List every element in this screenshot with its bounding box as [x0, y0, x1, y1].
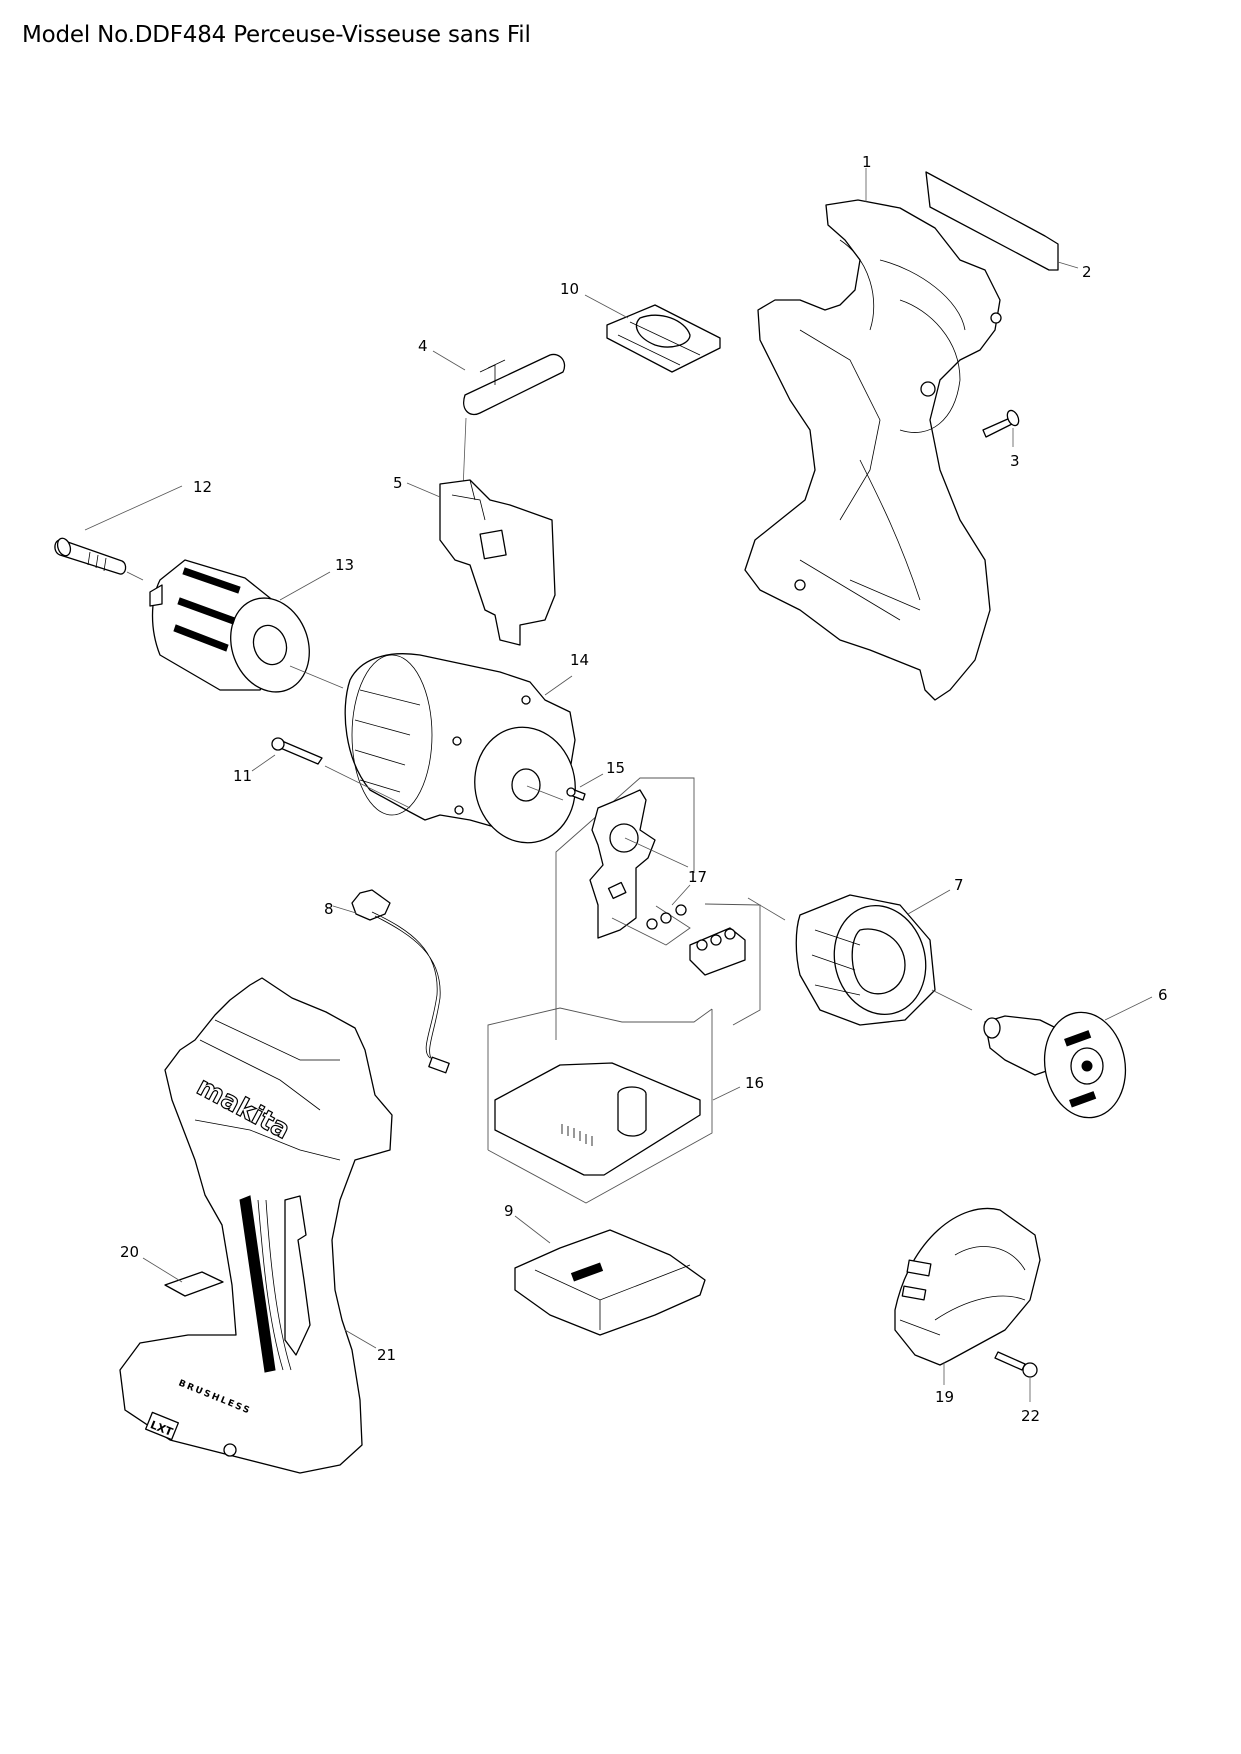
- rear-cover-part: [894, 1207, 1041, 1366]
- change-lever-part: [463, 353, 566, 416]
- part-label-19: 19: [935, 1388, 954, 1406]
- leader-line-11: [251, 754, 276, 772]
- leader-line-5: [406, 482, 441, 498]
- leader-line-12-13: [126, 571, 144, 581]
- part-label-22: 22: [1021, 1407, 1040, 1425]
- chuck-screw-part: [54, 537, 127, 575]
- tapping-screw-11-part: [271, 737, 323, 765]
- led-circuit-part: [351, 889, 450, 1074]
- part-label-6: 6: [1158, 986, 1168, 1004]
- tapping-screw-3-part: [982, 409, 1020, 438]
- leader-line-14-15: [526, 785, 564, 801]
- leader-line-6: [1104, 996, 1153, 1021]
- leader-line-4: [432, 350, 466, 371]
- rotor-part: [983, 1011, 1127, 1119]
- switch-part: [439, 479, 556, 646]
- tapping-screw-22-part: [994, 1351, 1038, 1378]
- part-label-21: 21: [377, 1346, 396, 1364]
- name-plate-part: [925, 171, 1059, 271]
- part-label-15: 15: [606, 759, 625, 777]
- caution-label-part: [164, 1271, 224, 1297]
- part-label-9: 9: [504, 1202, 514, 1220]
- part-label-14: 14: [570, 651, 589, 669]
- leader-line-8: [332, 905, 357, 914]
- leader-line-15: [579, 773, 604, 788]
- leader-line-2: [1057, 261, 1079, 269]
- part-label-5: 5: [393, 474, 403, 492]
- part-label-11: 11: [233, 767, 252, 785]
- leader-line-7: [907, 889, 951, 915]
- page-title: Model No.DDF484 Perceuse-Visseuse sans F…: [22, 22, 531, 48]
- terminal-part: [514, 1229, 706, 1336]
- gear-assembly-part: [344, 653, 576, 844]
- part-label-17: 17: [688, 868, 707, 886]
- part-label-2: 2: [1082, 263, 1092, 281]
- leader-line-17-7: [747, 897, 786, 921]
- part-label-1: 1: [862, 153, 872, 171]
- part-label-3: 3: [1010, 452, 1020, 470]
- stator-part: [795, 894, 936, 1026]
- housing-right-part: [744, 199, 1002, 701]
- leader-line-4-5: [462, 417, 467, 491]
- leader-line-10: [584, 294, 629, 319]
- leader-line-17-plate: [624, 837, 689, 868]
- leader-line-14: [544, 675, 573, 696]
- part-label-12: 12: [193, 478, 212, 496]
- part-label-8: 8: [324, 900, 334, 918]
- leader-line-12: [84, 485, 183, 531]
- leader-line-20: [142, 1257, 183, 1283]
- part-label-7: 7: [954, 876, 964, 894]
- leader-line-13-14: [289, 665, 344, 689]
- speed-change-lever-part: [606, 304, 721, 373]
- leader-line-21: [344, 1329, 377, 1349]
- controller-part: [487, 1007, 713, 1204]
- sensor-circuit-group: [555, 777, 761, 1040]
- leader-line-7-6: [931, 989, 973, 1011]
- part-label-10: 10: [560, 280, 579, 298]
- part-label-13: 13: [335, 556, 354, 574]
- leader-line-11-14: [324, 765, 411, 809]
- part-label-20: 20: [120, 1243, 139, 1261]
- screw-15-part: [566, 787, 586, 801]
- part-label-16: 16: [745, 1074, 764, 1092]
- keyless-drill-chuck-part: [149, 559, 310, 693]
- housing-set-part: makita BRUSHLESS LXT: [119, 977, 393, 1474]
- leader-line-16: [712, 1086, 741, 1101]
- part-label-4: 4: [418, 337, 428, 355]
- leader-line-17: [671, 884, 691, 906]
- leader-line-13: [279, 571, 331, 601]
- leader-line-9: [514, 1215, 551, 1244]
